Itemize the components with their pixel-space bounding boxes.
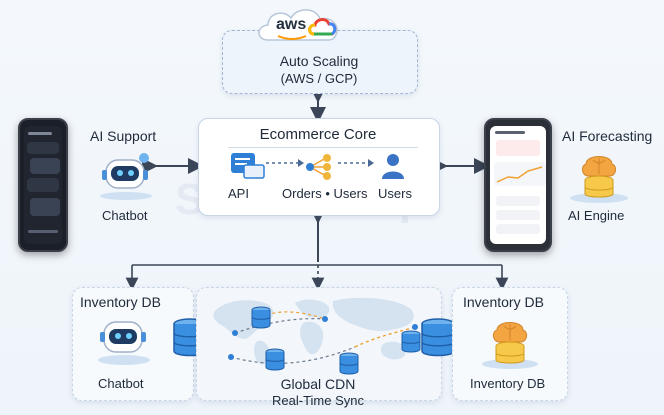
api-icon — [230, 152, 266, 180]
forecast-chart-icon — [494, 162, 546, 186]
database-icon-right — [420, 318, 456, 358]
users-label: Users — [378, 186, 412, 201]
database-icon-cdn-1 — [250, 306, 272, 330]
ecommerce-core-title: Ecommerce Core — [259, 126, 377, 143]
world-map-icon — [213, 297, 418, 365]
inventory-db-left-title: Inventory DB — [80, 294, 161, 310]
api-label: API — [228, 186, 249, 201]
brain-database-icon-bottom — [480, 316, 540, 370]
robot-icon — [98, 150, 154, 200]
aws-cloud-icon: aws — [254, 4, 346, 46]
ai-support-title: AI Support — [90, 128, 157, 144]
chatbot-caption: Chatbot — [102, 208, 148, 223]
aws-smile-icon — [277, 35, 307, 40]
ai-engine-caption: AI Engine — [568, 208, 625, 223]
database-icon-cdn-3 — [338, 352, 360, 376]
chat-phone-screen — [24, 126, 62, 244]
dashboard-phone-screen — [490, 126, 546, 244]
orders-users-label: Orders • Users — [282, 186, 368, 201]
auto-scaling-title: Auto Scaling — [279, 53, 359, 69]
database-icon-cdn-4 — [400, 330, 422, 354]
orders-flow-icon — [304, 152, 338, 182]
database-icon-cdn-2 — [264, 348, 286, 372]
global-cdn-label: Global CDN — [280, 376, 356, 392]
user-icon — [380, 152, 406, 180]
google-cloud-icon — [308, 18, 337, 36]
chat-phone-mockup — [18, 118, 68, 252]
robot-icon-bottom — [96, 316, 152, 366]
dashboard-phone-mockup — [484, 118, 552, 252]
aws-logo-text: aws — [276, 16, 307, 33]
ai-forecasting-title: AI Forecasting — [562, 128, 653, 144]
bottom-left-caption: Chatbot — [98, 376, 144, 391]
api-to-orders-arrow — [266, 159, 304, 167]
core-divider — [228, 147, 418, 148]
bottom-right-caption: Inventory DB — [470, 376, 546, 391]
orders-to-users-arrow — [338, 159, 374, 167]
realtime-sync-label: Real-Time Sync — [272, 393, 364, 408]
inventory-db-right-title: Inventory DB — [463, 294, 544, 310]
auto-scaling-subtitle: (AWS / GCP) — [280, 71, 358, 86]
brain-database-icon — [568, 150, 630, 204]
